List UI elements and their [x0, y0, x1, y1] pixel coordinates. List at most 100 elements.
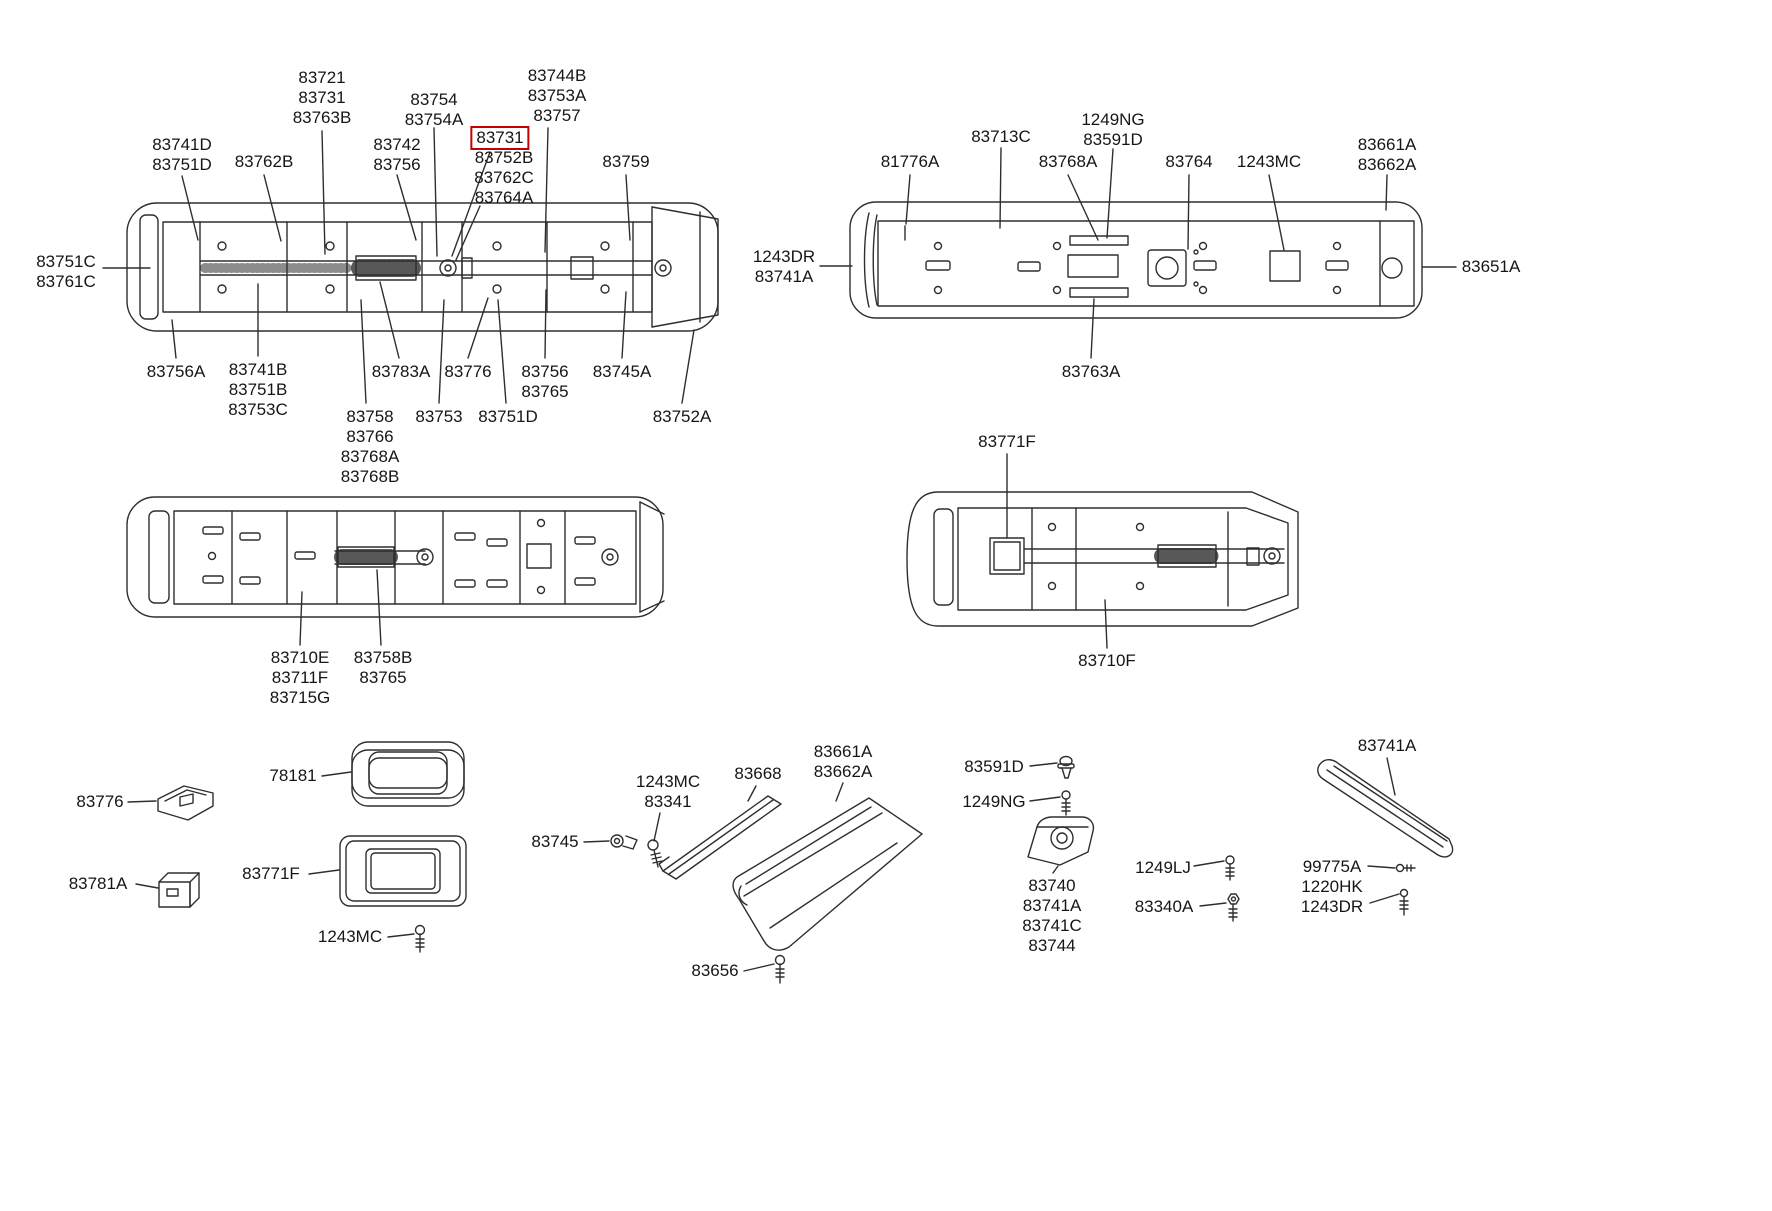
part-number-line: 83661A	[813, 742, 873, 761]
part-label-99775A-group: 99775A 1220HK 1243DR	[1301, 857, 1363, 917]
leader-lines-mid-left	[299, 569, 382, 646]
part-number-line: 83751C	[36, 252, 96, 271]
part-label-83771F-bottom: 83771F	[242, 864, 300, 883]
part-number-line: 83764A	[474, 188, 534, 207]
part-label-83771F-panel: 83771F	[978, 432, 1036, 451]
part-label-83762B: 83762B	[234, 152, 294, 171]
part-label-83752B-group: 83752B 83762C 83764A	[474, 148, 534, 208]
part-label-83753: 83753	[415, 407, 463, 426]
part-number-line: 83710E	[270, 648, 330, 667]
panel-drawing-mid-left	[126, 496, 665, 618]
part-number-line: 83765	[521, 382, 569, 401]
part-drawing-83668-strip	[658, 795, 782, 880]
part-drawing-screw-83341	[647, 839, 663, 868]
part-label-83764: 83764	[1165, 152, 1213, 171]
part-number-line: 99775A	[1302, 857, 1362, 876]
part-drawing-83781A-block	[158, 872, 200, 908]
part-label-83783A: 83783A	[371, 362, 431, 381]
part-label-1243MC-bottom: 1243MC	[317, 927, 383, 946]
part-label-83713C: 83713C	[971, 127, 1031, 146]
part-number-line: 83751D	[152, 155, 212, 174]
panel-drawing-top-left	[126, 202, 719, 332]
part-number-line: 83766	[346, 427, 394, 446]
part-number-line: 83765	[359, 668, 407, 687]
part-label-1243DR-group: 1243DR 83741A	[753, 247, 815, 287]
part-label-83756-group: 83756 83765	[521, 362, 568, 402]
part-number-line: 83591D	[1083, 130, 1143, 149]
part-drawing-83741A-strip	[1317, 759, 1454, 858]
part-label-1243MC-top: 1243MC	[1236, 152, 1302, 171]
part-number-line: 83768B	[340, 467, 400, 486]
part-number-line: 83753A	[527, 86, 587, 105]
part-number-line: 83721	[298, 68, 346, 87]
part-drawing-83740-bracket	[1027, 816, 1095, 866]
panel-drawing-mid-right	[906, 491, 1299, 627]
part-number-line: 1249NG	[1081, 110, 1145, 129]
part-number-line: 83741B	[228, 360, 288, 379]
panel-drawing-top-right	[849, 201, 1423, 319]
part-number-line: 83744B	[527, 66, 587, 85]
part-label-83661A-group-bottom: 83661A 83662A	[814, 742, 873, 782]
part-drawing-83776-clip	[157, 785, 214, 821]
part-number-line: 83754A	[404, 110, 464, 129]
part-label-78181: 78181	[269, 766, 317, 785]
part-drawing-screw-1249LJ	[1225, 855, 1235, 881]
part-label-83763A: 83763A	[1061, 362, 1121, 381]
part-number-line: 83740	[1028, 876, 1076, 895]
part-number-line: 1243DR	[752, 247, 816, 266]
part-label-81776A: 81776A	[880, 152, 940, 171]
part-label-83751D: 83751D	[478, 407, 538, 426]
part-label-1249LJ: 1249LJ	[1135, 858, 1191, 877]
part-label-83741D-group: 83741D 83751D	[152, 135, 212, 175]
part-label-83751C-group: 83751C 83761C	[36, 252, 96, 292]
part-label-83710F: 83710F	[1078, 651, 1136, 670]
part-drawing-83591D-grommet	[1057, 755, 1075, 779]
part-label-83742-group: 83742 83756	[373, 135, 420, 175]
part-label-83745: 83745	[531, 832, 579, 851]
part-number-line: 83762C	[474, 168, 534, 187]
part-label-83340A: 83340A	[1134, 897, 1194, 916]
part-number-line: 1243DR	[1300, 897, 1364, 916]
part-label-1249NG-group: 1249NG 83591D	[1081, 110, 1144, 150]
part-label-83710E-group: 83710E 83711F 83715G	[270, 648, 331, 708]
part-label-83740-group: 83740 83741A 83741C 83744	[1022, 876, 1082, 956]
part-label-83776-top: 83776	[444, 362, 492, 381]
part-number-line: 83741A	[754, 267, 814, 286]
part-label-83752A: 83752A	[652, 407, 712, 426]
part-number-line: 83741C	[1022, 916, 1082, 935]
part-label-83741B-group: 83741B 83751B 83753C	[228, 360, 288, 420]
part-label-83759: 83759	[602, 152, 650, 171]
part-drawing-screw-1243MC	[414, 924, 426, 953]
part-number-line: 83761C	[36, 272, 96, 291]
part-label-83758B-group: 83758B 83765	[354, 648, 413, 688]
part-number-line: 83768A	[340, 447, 400, 466]
part-number-line: 83751B	[228, 380, 288, 399]
part-number-line: 83731	[298, 88, 346, 107]
part-number-line: 83662A	[813, 762, 873, 781]
part-label-83721-group: 83721 83731 83763B	[293, 68, 352, 128]
part-drawing-screw-83656	[774, 954, 786, 984]
part-number-line: 83754	[410, 90, 458, 109]
part-label-83754-group: 83754 83754A	[405, 90, 464, 130]
part-number-line: 83741A	[1022, 896, 1082, 915]
part-label-83668: 83668	[734, 764, 782, 783]
part-number-line: 83753C	[228, 400, 288, 419]
part-label-83756A: 83756A	[146, 362, 206, 381]
part-number-line: 83715G	[269, 688, 331, 707]
part-number-line: 83758B	[353, 648, 413, 667]
part-label-83768A: 83768A	[1038, 152, 1098, 171]
part-number-line: 83742	[373, 135, 421, 154]
part-label-83781A: 83781A	[68, 874, 128, 893]
part-drawing-83661A-panel	[732, 797, 923, 951]
part-number-line: 83757	[533, 106, 581, 125]
part-number-line: 83662A	[1357, 155, 1417, 174]
part-drawing-screw-83340A	[1227, 893, 1240, 922]
part-label-83731-highlighted[interactable]: 83731	[470, 126, 530, 150]
part-drawing-78181-gasket	[351, 741, 465, 807]
part-number-line: 1220HK	[1301, 877, 1363, 896]
part-drawing-83745-fastener	[610, 834, 638, 850]
part-label-83741A-bottom: 83741A	[1357, 736, 1417, 755]
part-label-83661A-group-top: 83661A 83662A	[1358, 135, 1417, 175]
